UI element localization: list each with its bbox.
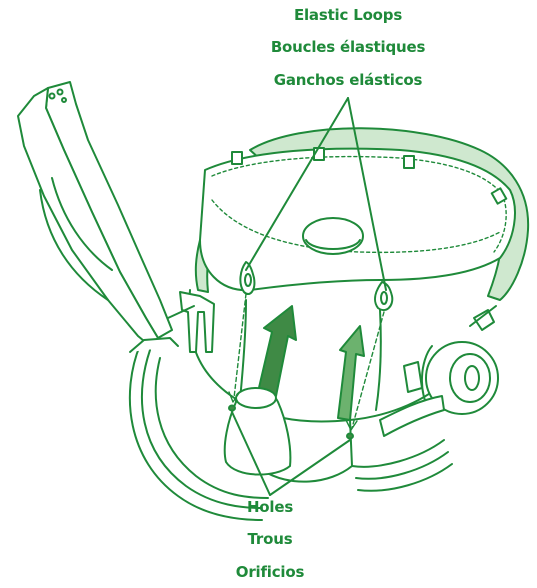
left-back-panel bbox=[18, 82, 172, 346]
label-holes-en: Holes bbox=[247, 498, 293, 516]
label-holes-es: Orificios bbox=[236, 563, 304, 581]
label-elastic-loops-en: Elastic Loops bbox=[294, 6, 402, 24]
hole-left bbox=[229, 406, 235, 411]
elastic-loop-right bbox=[375, 282, 392, 310]
hole-right bbox=[347, 434, 353, 439]
label-elastic-loops-es: Ganchos elásticos bbox=[274, 71, 423, 89]
label-holes-fr: Trous bbox=[248, 530, 293, 548]
label-elastic-loops-fr: Boucles élastiques bbox=[271, 38, 425, 56]
